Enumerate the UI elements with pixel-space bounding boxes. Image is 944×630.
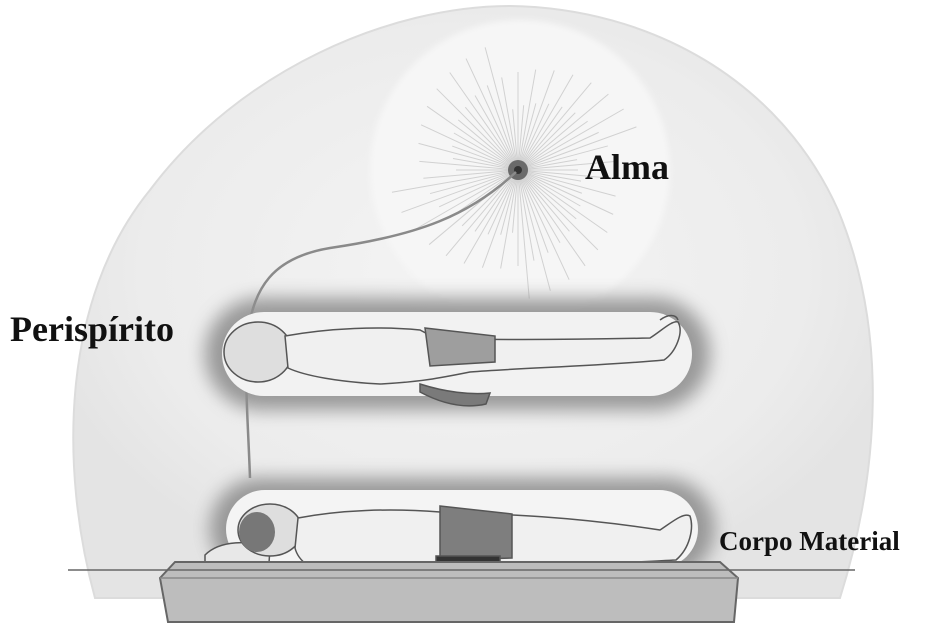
mattress — [160, 562, 738, 622]
material-body-label: Corpo Material — [719, 526, 900, 557]
soul-label: Alma — [585, 146, 669, 188]
perispirit-label: Perispírito — [10, 308, 174, 350]
